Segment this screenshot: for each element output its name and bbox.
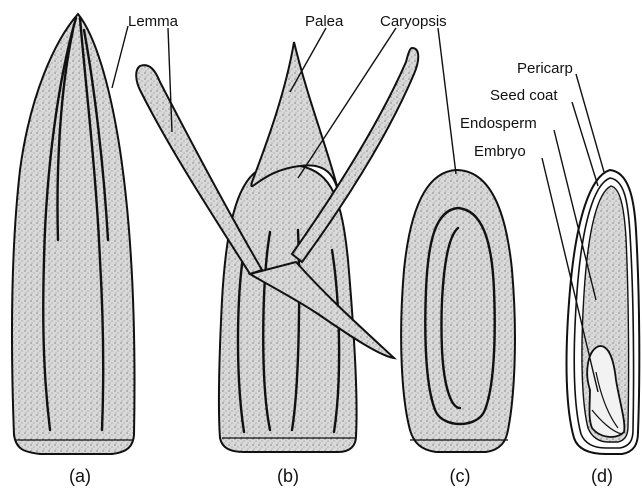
- leader-lemma-a: [112, 26, 128, 88]
- caption-d: (d): [591, 466, 613, 486]
- figure-c-caryopsis: [401, 170, 515, 452]
- leader-seed-coat: [572, 102, 598, 186]
- caryopsis-body-c: [401, 170, 515, 452]
- caption-b: (b): [277, 466, 299, 486]
- label-caryopsis: Caryopsis: [380, 13, 447, 30]
- lemma-left-flap-b: [136, 65, 262, 274]
- label-embryo: Embryo: [474, 143, 526, 160]
- label-lemma: Lemma: [128, 13, 179, 30]
- label-palea: Palea: [305, 13, 344, 30]
- label-pericarp: Pericarp: [517, 60, 573, 77]
- label-seed-coat: Seed coat: [490, 87, 558, 104]
- leader-caryopsis-c: [438, 28, 456, 174]
- lemma-outline-a: [12, 14, 134, 454]
- caption-a: (a): [69, 466, 91, 486]
- label-endosperm: Endosperm: [460, 115, 537, 132]
- caption-c: (c): [450, 466, 471, 486]
- leader-pericarp: [576, 74, 604, 172]
- figure-a-floret: [12, 14, 134, 454]
- figure-d-section: [567, 170, 640, 454]
- figure-b-opened-floret: [136, 42, 418, 452]
